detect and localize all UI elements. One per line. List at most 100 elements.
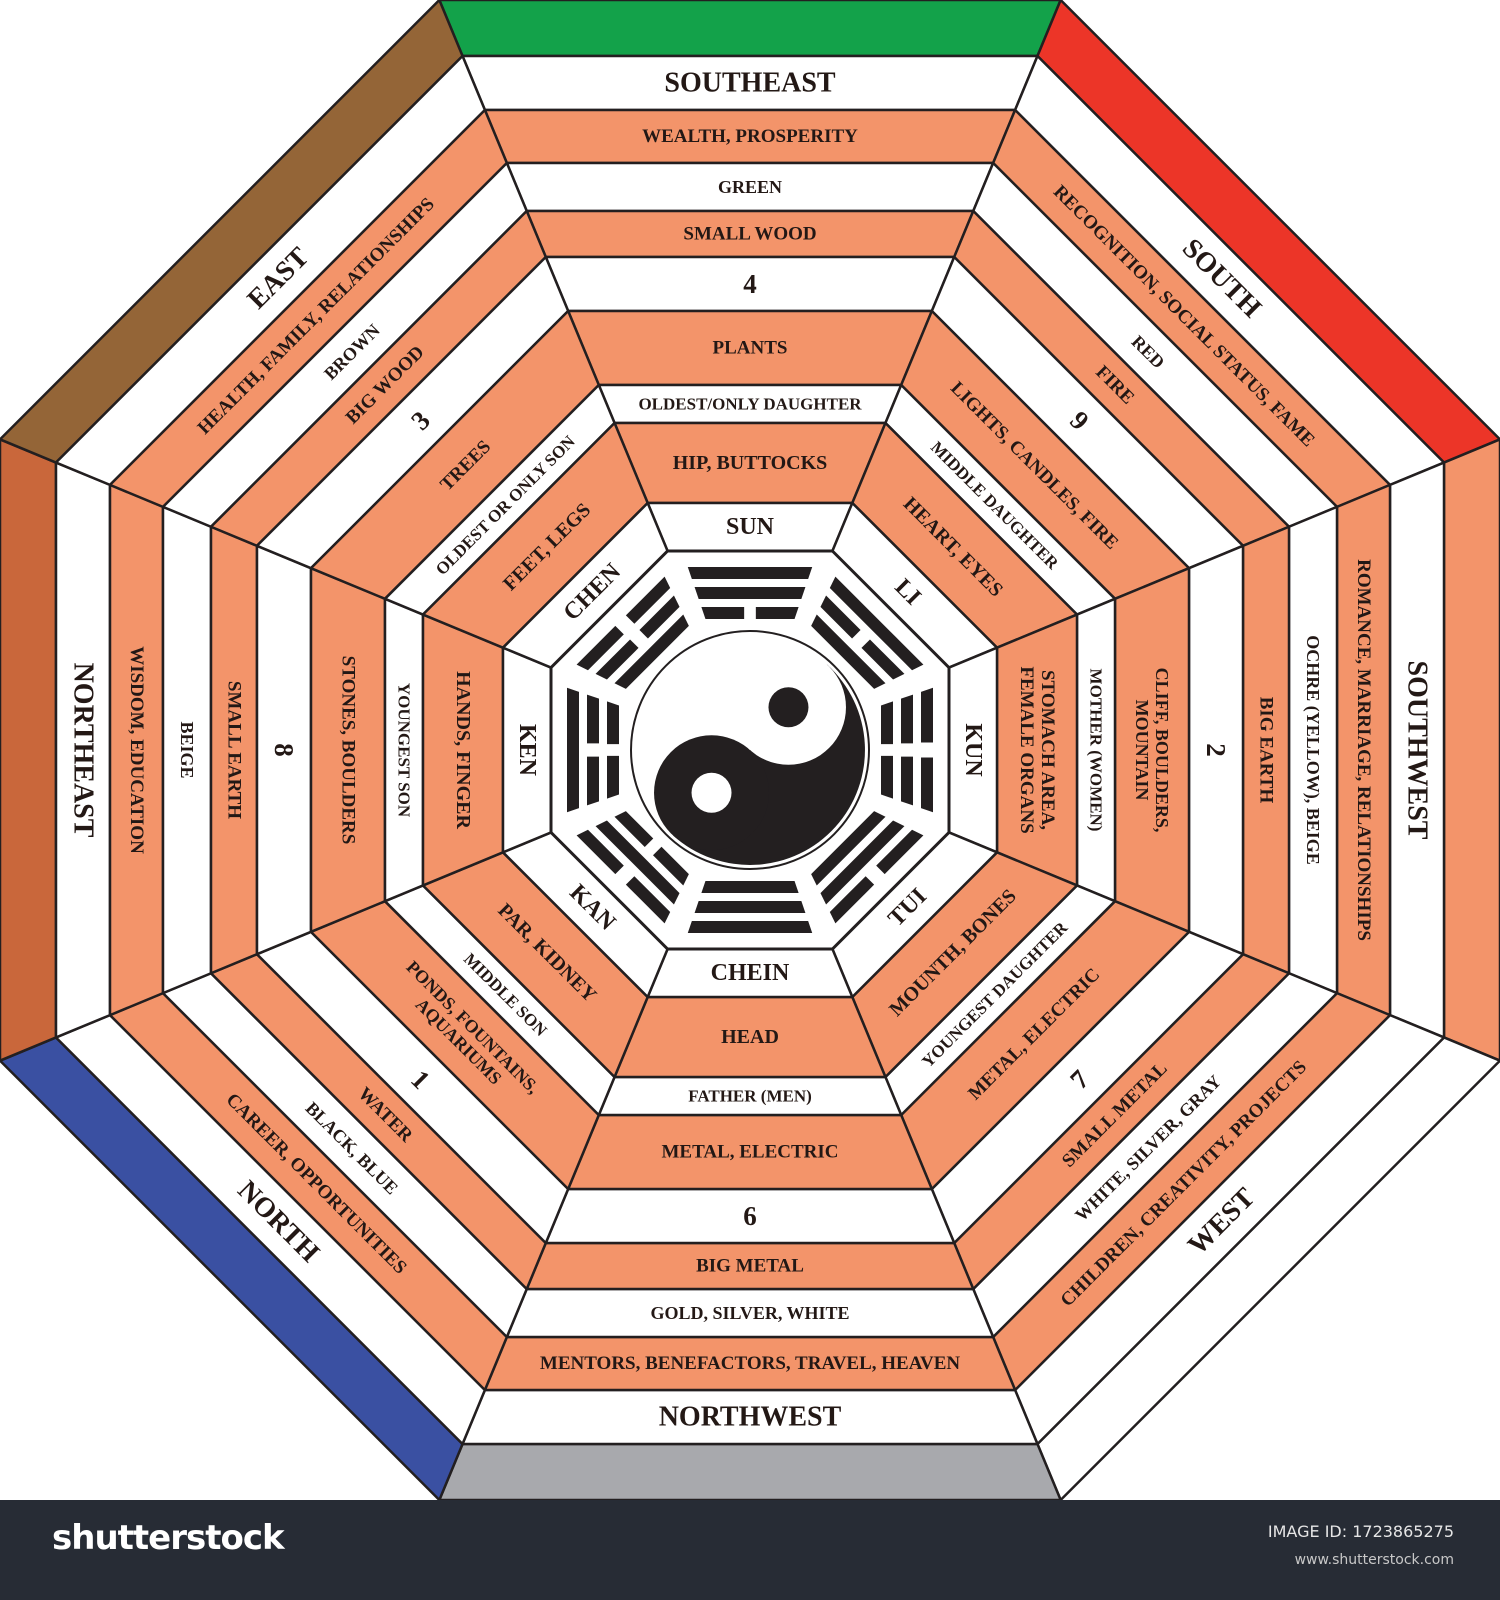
image-id-label: IMAGE ID: 1723865275 [1267, 1522, 1454, 1541]
sector-southwest: SOUTHWEST ROMANCE, MARRIAGE, RELATIONSHIP… [947, 438, 1500, 1062]
element-label: SMALL EARTH [224, 681, 245, 819]
direction-color-band [438, 1442, 1062, 1500]
trigram-broken-line [607, 701, 619, 745]
label-group-body: HEAD [721, 1026, 779, 1048]
label-group-color-name: OCHRE (YELLOW), BEIGE [1302, 635, 1323, 865]
label-group-direction: SOUTHEAST [664, 68, 835, 99]
body-label: STOMACH AREA, [1037, 670, 1058, 830]
items-label: METAL, ELECTRIC [661, 1142, 838, 1163]
label-group-element: SMALL EARTH [224, 681, 245, 819]
label-group-number: 2 [1201, 743, 1231, 757]
direction-label: SOUTHWEST [1402, 661, 1433, 840]
label-group-color-name: GREEN [718, 177, 782, 197]
trigram-broken-line [755, 607, 799, 619]
label-group-trigram: KEN [514, 724, 540, 777]
trigram-solid-line [811, 811, 886, 886]
trigram-broken-line [639, 595, 680, 639]
direction-color-band [438, 0, 1062, 58]
trigram-kun-icon [881, 687, 933, 813]
trigram-broken-line [607, 755, 619, 799]
trigram-solid-line [811, 614, 886, 689]
label-group-aspiration: WEALTH, PROSPERITY [642, 126, 858, 147]
number-label: 8 [269, 743, 299, 757]
label-group-items: PLANTS [713, 338, 788, 359]
trigram-solid-line [687, 921, 813, 933]
label-group-direction: NORTHWEST [659, 1402, 842, 1433]
label-group-color-name: BEIGE [177, 721, 197, 778]
label-group-number: 6 [743, 1201, 757, 1231]
label-group-element: SMALL WOOD [683, 224, 816, 245]
label-group-aspiration: ROMANCE, MARRIAGE, RELATIONSHIPS [1353, 559, 1374, 941]
label-group-body: STOMACH AREA,FEMALE ORGANS [1016, 666, 1058, 833]
trigram-solid-line [694, 901, 806, 913]
shutterstock-logo: shutterstock [52, 1518, 285, 1558]
family-label: MOTHER (WOMEN) [1087, 669, 1106, 832]
label-group-items: STONES, BOULDERS [338, 656, 359, 845]
label-group-trigram: SUN [726, 514, 775, 540]
trigram-li-icon [811, 576, 924, 689]
direction-label: NORTHWEST [659, 1402, 842, 1433]
label-group-aspiration: WISDOM, EDUCATION [126, 646, 147, 854]
label-group-family: OLDEST/ONLY DAUGHTER [638, 395, 862, 414]
trigram-label: SUN [726, 514, 775, 540]
color-name-label: GREEN [718, 177, 782, 197]
color-name-label: OCHRE (YELLOW), BEIGE [1302, 635, 1323, 865]
items-label: PLANTS [713, 338, 788, 359]
trigram-broken-line [861, 639, 905, 680]
family-label: OLDEST/ONLY DAUGHTER [638, 395, 862, 414]
label-group-aspiration: MENTORS, BENEFACTORS, TRAVEL, HEAVEN [540, 1353, 961, 1374]
label-group-element: BIG METAL [696, 1256, 804, 1277]
trigram-solid-line [595, 820, 680, 905]
color-name-label: BEIGE [177, 721, 197, 778]
label-group-direction: SOUTHWEST [1402, 661, 1433, 840]
trigram-broken-line [653, 846, 689, 886]
trigram-solid-line [694, 587, 806, 599]
family-label: YOUNGEST SON [395, 683, 414, 818]
label-group-family: FATHER (MEN) [688, 1087, 812, 1106]
trigram-broken-line [881, 701, 893, 745]
direction-label: SOUTHEAST [664, 68, 835, 99]
trigram-chein-icon [687, 881, 813, 933]
label-group-family: YOUNGEST SON [395, 683, 414, 818]
trigram-solid-line [614, 614, 689, 689]
items-label: CLIFF, BOULDERS, [1152, 668, 1172, 833]
trigram-broken-line [576, 829, 624, 875]
label-group-color-name: GOLD, SILVER, WHITE [650, 1303, 849, 1323]
element-label: BIG EARTH [1256, 697, 1277, 804]
label-group-number: 8 [269, 743, 299, 757]
trigram-broken-line [625, 576, 671, 624]
trigram-chen-icon [576, 576, 689, 689]
direction-color-band [1442, 438, 1500, 1062]
label-group-items: CLIFF, BOULDERS,MOUNTAIN [1132, 668, 1172, 833]
element-label: SMALL WOOD [683, 224, 816, 245]
trigram-broken-line [587, 756, 599, 806]
site-url: www.shutterstock.com [1294, 1552, 1454, 1568]
label-group-body: HANDS, FINGER [452, 671, 474, 829]
yin-yang-icon [630, 630, 870, 870]
number-label: 4 [743, 269, 757, 299]
sector-northwest: NORTHWEST MENTORS, BENEFACTORS, TRAVEL, H… [438, 947, 1062, 1500]
trigram-broken-line [901, 694, 913, 744]
trigram-broken-line [595, 639, 639, 680]
trigram-solid-line [829, 576, 924, 671]
body-label: HIP, BUTTOCKS [673, 452, 828, 474]
bagua-diagram: SOUTHEAST WEALTH, PROSPERITY GREEN SMALL WO… [0, 0, 1500, 1500]
body-label: FEMALE ORGANS [1016, 666, 1037, 833]
trigram-ken-icon [567, 687, 619, 813]
trigram-broken-line [820, 595, 861, 639]
trigram-broken-line [921, 687, 933, 743]
family-label: FATHER (MEN) [688, 1087, 812, 1106]
trigram-label: KEN [514, 724, 540, 777]
sector-northeast: NORTHEAST WISDOM, EDUCATION BEIGE SMALL EAR… [0, 438, 553, 1062]
trigram-broken-line [614, 811, 654, 847]
trigram-broken-line [881, 755, 893, 799]
trigram-broken-line [625, 876, 671, 924]
aspiration-label: WISDOM, EDUCATION [126, 646, 147, 854]
items-label: MOUNTAIN [1132, 700, 1152, 801]
label-group-body: HIP, BUTTOCKS [673, 452, 828, 474]
number-label: 2 [1201, 743, 1231, 757]
trigram-broken-line [921, 757, 933, 813]
label-group-direction: NORTHEAST [68, 663, 99, 838]
